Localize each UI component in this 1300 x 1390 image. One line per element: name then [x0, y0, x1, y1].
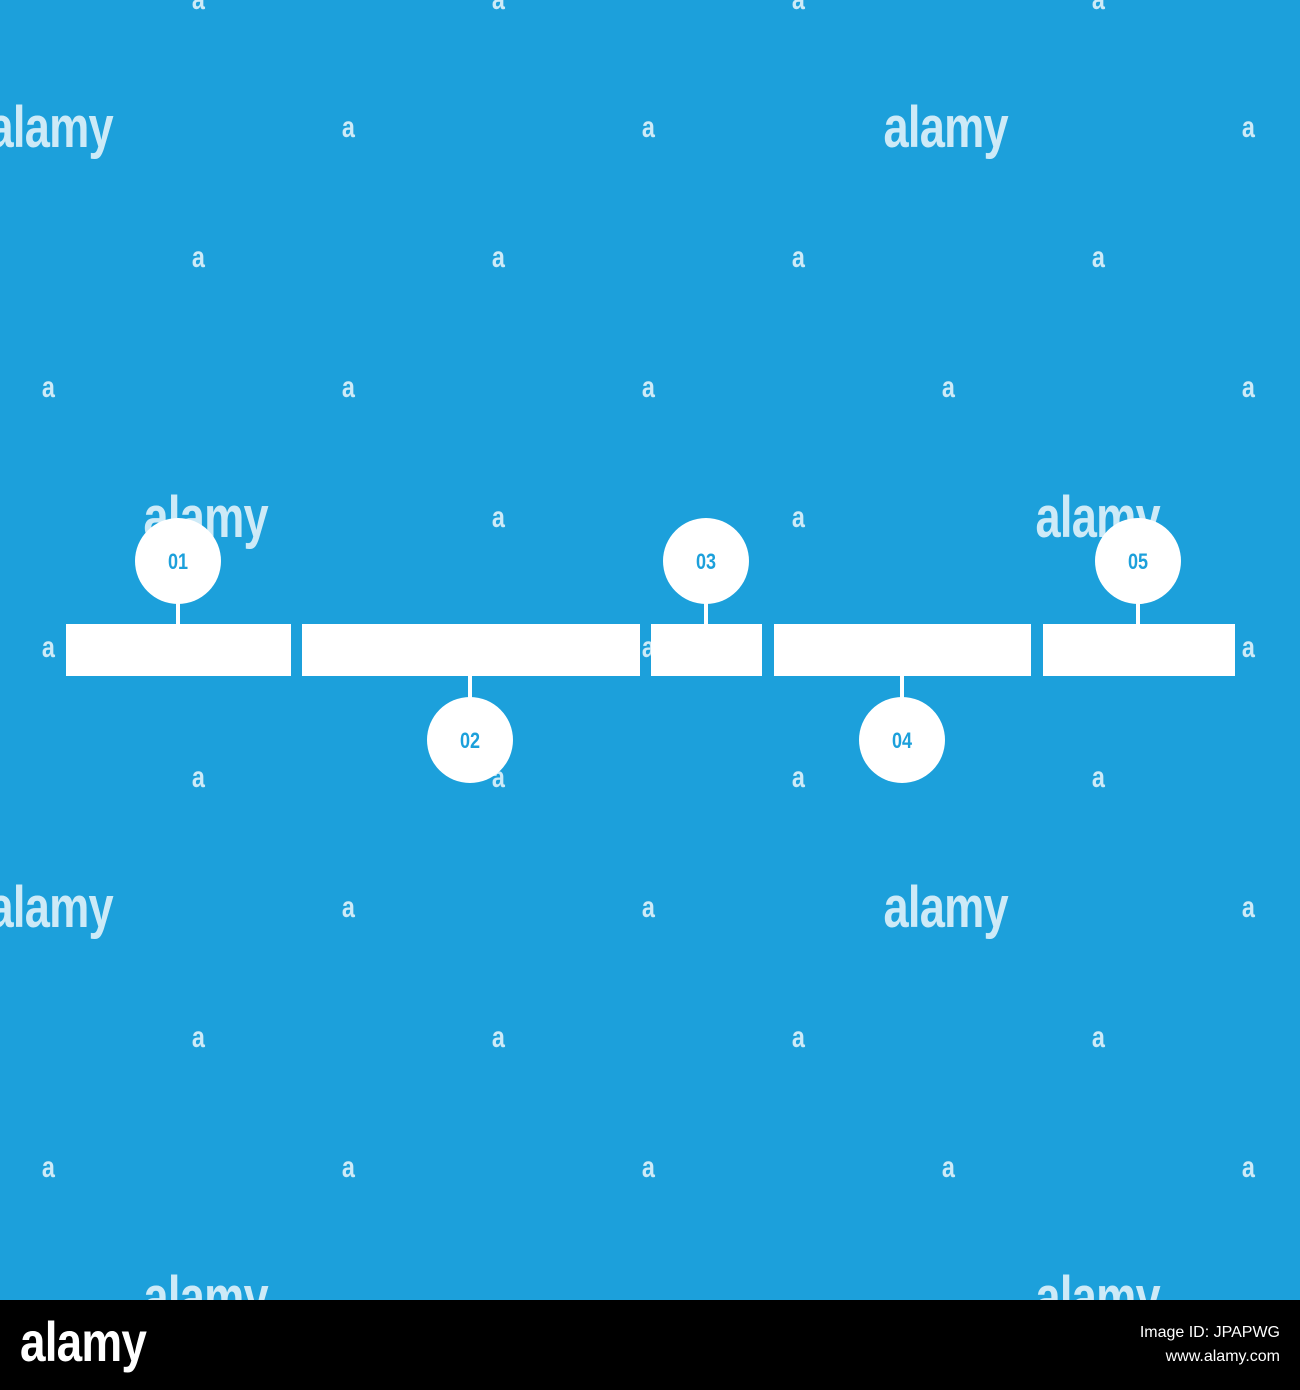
step-marker	[859, 697, 945, 783]
timeline-segment	[651, 624, 762, 676]
step-label: 03	[696, 550, 716, 574]
step-label: 04	[892, 729, 913, 753]
step-marker	[1095, 518, 1181, 604]
timeline-diagram: 01 02 03 04 05	[66, 518, 1235, 783]
step-label: 01	[168, 550, 188, 574]
step-marker	[427, 697, 513, 783]
site-url-text: www.alamy.com	[1165, 1348, 1280, 1365]
step-label: 05	[1128, 550, 1148, 574]
image-id-text: Image ID: JPAPWG	[1139, 1324, 1280, 1341]
step-marker	[135, 518, 221, 604]
step-marker	[663, 518, 749, 604]
step-label: 02	[460, 729, 480, 753]
timeline-segment	[302, 624, 640, 676]
timeline-segment	[1043, 624, 1235, 676]
footer-logo: alamy	[20, 1310, 147, 1373]
timeline-segment	[66, 624, 291, 676]
timeline-segment	[774, 624, 1031, 676]
footer-bar: alamy Image ID: JPAPWG www.alamy.com	[0, 1300, 1300, 1390]
